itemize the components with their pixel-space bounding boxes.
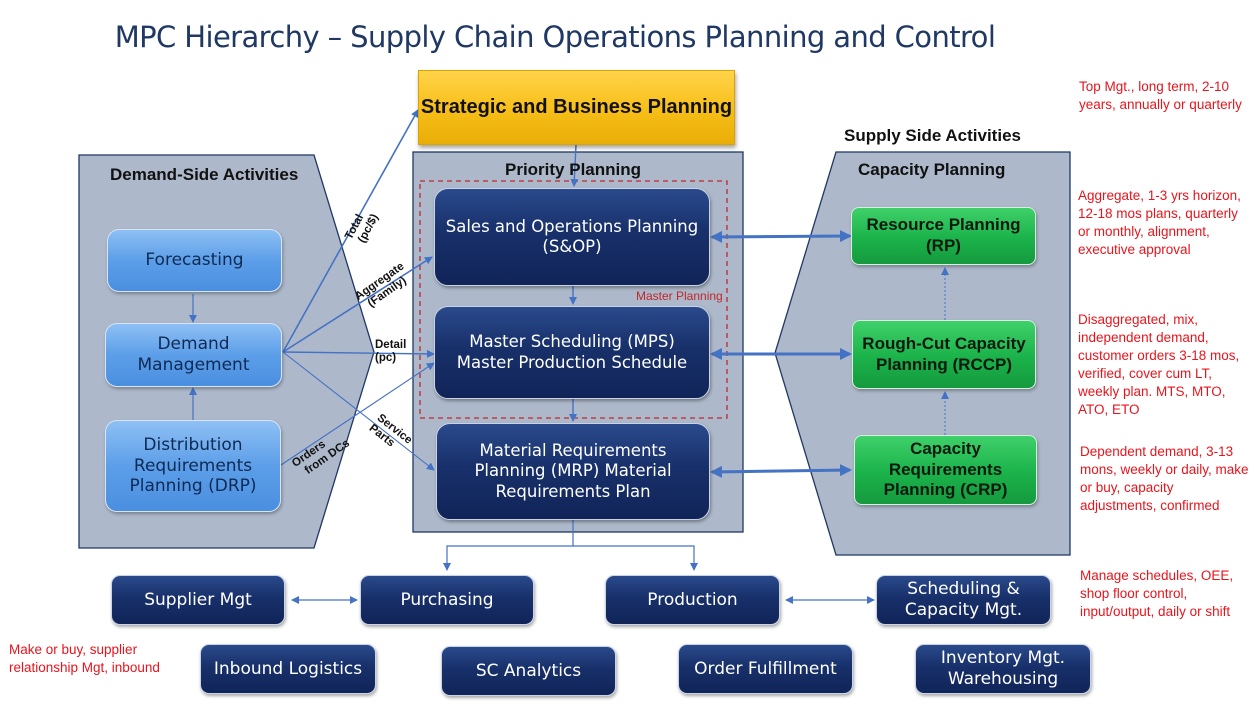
arrow-service-parts	[282, 351, 435, 471]
sop-box[interactable]: Sales and Operations Planning (S&OP)	[434, 188, 710, 286]
demand-side-header: Demand-Side Activities	[110, 165, 299, 184]
connector-mrp-split	[443, 520, 574, 571]
arrow-sop-rp	[710, 230, 852, 243]
note-scheduling: Manage schedules, OEE, shop floor contro…	[1080, 568, 1234, 620]
production-box[interactable]: Production	[605, 575, 780, 625]
arrow-orders-from-dcs	[280, 362, 435, 466]
connector-mrp-production	[573, 545, 698, 571]
note-mrp: Dependent demand, 3-13 mons, weekly or d…	[1080, 444, 1249, 514]
label-detail-sub: (pc)	[375, 352, 397, 365]
page-title: MPC Hierarchy – Supply Chain Operations …	[114, 20, 996, 54]
note-supplier: Make or buy, supplier relationship Mgt, …	[9, 642, 160, 676]
note-sop: Aggregate, 1-3 yrs horizon, 12-18 mos pl…	[1078, 188, 1241, 258]
resource-planning-box[interactable]: Resource Planning (RP)	[851, 207, 1036, 265]
demand-management-box[interactable]: Demand Management	[105, 323, 282, 387]
rccp-box[interactable]: Rough-Cut Capacity Planning (RCCP)	[852, 320, 1036, 389]
order-fulfillment-box[interactable]: Order Fulfillment	[678, 644, 853, 694]
label-detail-text: Detail	[375, 339, 407, 351]
purchasing-box[interactable]: Purchasing	[360, 575, 534, 625]
crp-box[interactable]: Capacity Requirements Planning (CRP)	[854, 435, 1037, 505]
sc-analytics-box[interactable]: SC Analytics	[441, 646, 616, 696]
note-strategic: Top Mgt., long term, 2-10 years, annuall…	[1079, 79, 1242, 113]
supply-side-header: Supply Side Activities	[844, 126, 1021, 145]
supplier-mgt-box[interactable]: Supplier Mgt	[111, 575, 285, 625]
arrow-detail	[282, 349, 435, 358]
label-detail: Detail(pc)	[375, 339, 406, 365]
arrow-strategic-to-sop	[570, 144, 579, 187]
strategic-business-planning-box[interactable]: Strategic and Business Planning	[418, 70, 735, 145]
inbound-logistics-box[interactable]: Inbound Logistics	[200, 644, 376, 694]
note-mps: Disaggregated, mix, independent demand, …	[1078, 312, 1240, 418]
inventory-mgt-warehousing-box[interactable]: Inventory Mgt. Warehousing	[915, 644, 1091, 694]
mps-box[interactable]: Master Scheduling (MPS) Master Productio…	[434, 306, 710, 399]
scheduling-capacity-mgt-box[interactable]: Scheduling & Capacity Mgt.	[876, 575, 1051, 625]
arrow-total	[282, 109, 419, 353]
mrp-box[interactable]: Material Requirements Planning (MRP) Mat…	[436, 423, 710, 520]
arrow-mrp-crp	[710, 464, 852, 478]
master-planning-label: Master Planning	[636, 289, 723, 303]
drp-box[interactable]: Distribution Requirements Planning (DRP)	[105, 420, 281, 512]
capacity-planning-header: Capacity Planning	[858, 160, 1006, 179]
arrow-aggregate	[282, 256, 433, 353]
priority-planning-header: Priority Planning	[505, 160, 642, 179]
forecasting-box[interactable]: Forecasting	[107, 229, 282, 292]
